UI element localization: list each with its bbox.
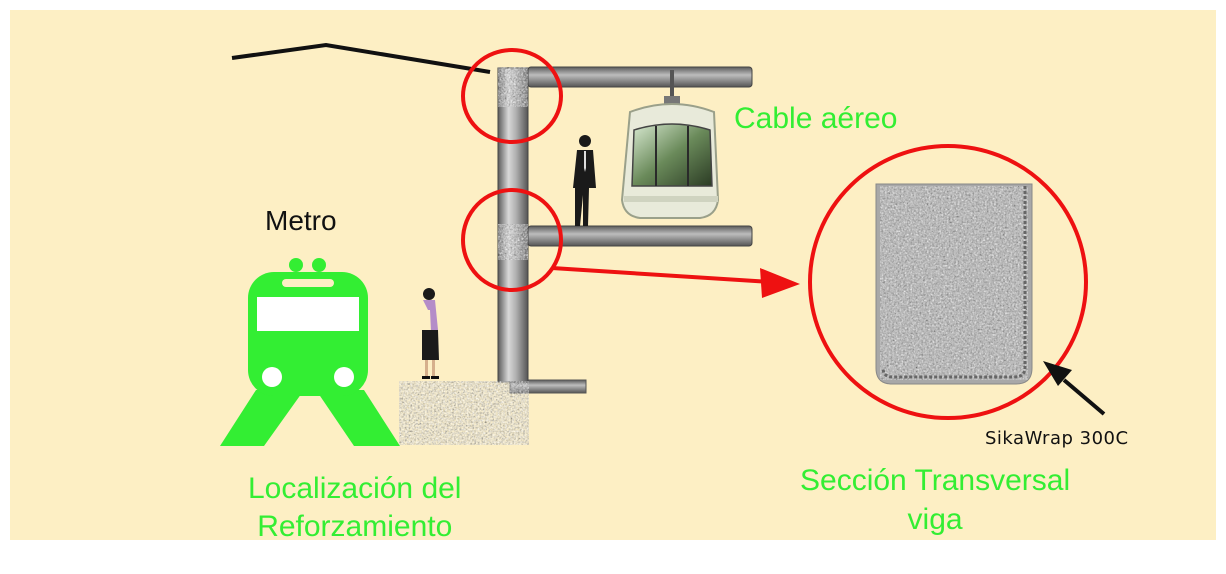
cable-label: Cable aéreo	[734, 102, 898, 135]
location-label: Localización del Reforzamiento	[248, 470, 461, 545]
metro-label: Metro	[265, 205, 337, 236]
gondola	[620, 70, 720, 219]
section-pointer-arrow	[551, 266, 800, 298]
upper-beam	[527, 66, 753, 88]
section-label: Sección Transversal viga	[800, 461, 1070, 539]
upper-joint-concrete	[498, 67, 528, 107]
platform-block	[399, 381, 529, 445]
location-label-line1: Localización del	[248, 472, 462, 505]
man-figure	[573, 135, 596, 226]
location-label-line2: Reforzamiento	[257, 509, 453, 543]
product-pointer-arrow	[1043, 361, 1106, 416]
wrap-layer	[881, 186, 1027, 379]
section-label-line2: viga	[907, 503, 963, 536]
cable-line	[231, 42, 491, 74]
product-label: SikaWrap 300C	[985, 428, 1129, 449]
section-highlight-circle	[808, 144, 1088, 420]
metro-train-icon	[220, 258, 400, 446]
lower-joint-concrete	[498, 224, 528, 260]
section-label-line1: Sección Transversal	[800, 464, 1071, 497]
woman-figure	[422, 288, 439, 379]
lower-joint-highlight	[461, 188, 563, 292]
beam-cross-section	[875, 183, 1033, 385]
upper-joint-highlight	[461, 48, 563, 144]
